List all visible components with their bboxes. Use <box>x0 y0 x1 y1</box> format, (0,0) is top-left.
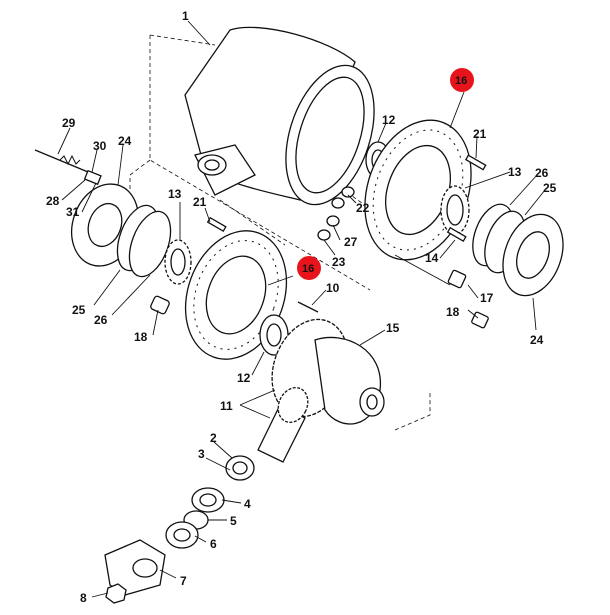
callout-17: 17 <box>480 291 494 305</box>
housing-part-1 <box>184 26 375 206</box>
callout-4: 4 <box>244 497 251 511</box>
callout-13-left: 13 <box>168 187 182 201</box>
callout-27: 27 <box>344 235 358 249</box>
callout-10: 10 <box>326 281 340 295</box>
callout-25-left: 25 <box>72 303 86 317</box>
gear-part-13-left <box>164 239 192 285</box>
callout-24-left: 24 <box>118 134 132 148</box>
callout-12-upper: 12 <box>382 113 396 127</box>
highlight-marker-16-left <box>297 256 321 280</box>
seal-part-4 <box>191 487 225 513</box>
callout-31: 31 <box>66 205 80 219</box>
seal-part-6 <box>165 521 199 549</box>
callout-16-left: 16 <box>302 263 314 275</box>
yoke-part-7 <box>104 539 166 596</box>
callout-7: 7 <box>180 574 187 588</box>
bolt-part-10 <box>297 301 319 313</box>
bolt-part-17-18-right <box>394 254 489 329</box>
callout-26-right: 26 <box>535 166 549 180</box>
callout-3: 3 <box>198 447 205 461</box>
highlight-marker-16-right <box>450 68 474 92</box>
seals-part-25-26-left <box>116 204 172 278</box>
callout-8: 8 <box>80 591 87 605</box>
pin-part-21-right <box>464 154 487 171</box>
callout-25-right: 25 <box>543 181 557 195</box>
callout-21-left: 21 <box>193 195 207 209</box>
bearing-part-2-3 <box>225 455 255 481</box>
callout-18-right: 18 <box>446 305 460 319</box>
callout-2: 2 <box>210 431 217 445</box>
callout-labels: 1 2 3 4 5 6 7 8 10 11 12 12 13 13 14 15 … <box>46 9 557 605</box>
pin-part-14 <box>446 226 467 242</box>
callout-1: 1 <box>182 9 189 23</box>
nut-part-8 <box>105 583 127 604</box>
pin-part-21-left <box>206 216 227 232</box>
callout-15: 15 <box>386 321 400 335</box>
callout-16-right: 16 <box>455 75 467 87</box>
cover-part-24-right <box>502 213 564 297</box>
callout-6: 6 <box>210 537 217 551</box>
callout-12-lower: 12 <box>237 371 251 385</box>
callout-11: 11 <box>220 399 233 413</box>
callout-23: 23 <box>332 255 346 269</box>
bolt-assembly-28-31 <box>34 149 102 186</box>
callout-26-left: 26 <box>94 313 108 327</box>
pinion-part-11 <box>257 386 309 463</box>
callout-22: 22 <box>356 201 370 215</box>
gear-part-13-right <box>440 185 470 235</box>
leader-lines <box>57 20 546 598</box>
callout-29: 29 <box>62 116 76 130</box>
callout-21-right: 21 <box>473 127 487 141</box>
bolt-part-18-left <box>150 295 170 315</box>
bearing-part-12-lower <box>259 314 289 356</box>
callout-14: 14 <box>425 251 439 265</box>
callout-13-right: 13 <box>508 165 522 179</box>
callout-5: 5 <box>230 514 237 528</box>
callout-28: 28 <box>46 194 60 208</box>
callout-18-left: 18 <box>134 330 148 344</box>
callout-24-right: 24 <box>530 333 544 347</box>
callout-30: 30 <box>93 139 107 153</box>
